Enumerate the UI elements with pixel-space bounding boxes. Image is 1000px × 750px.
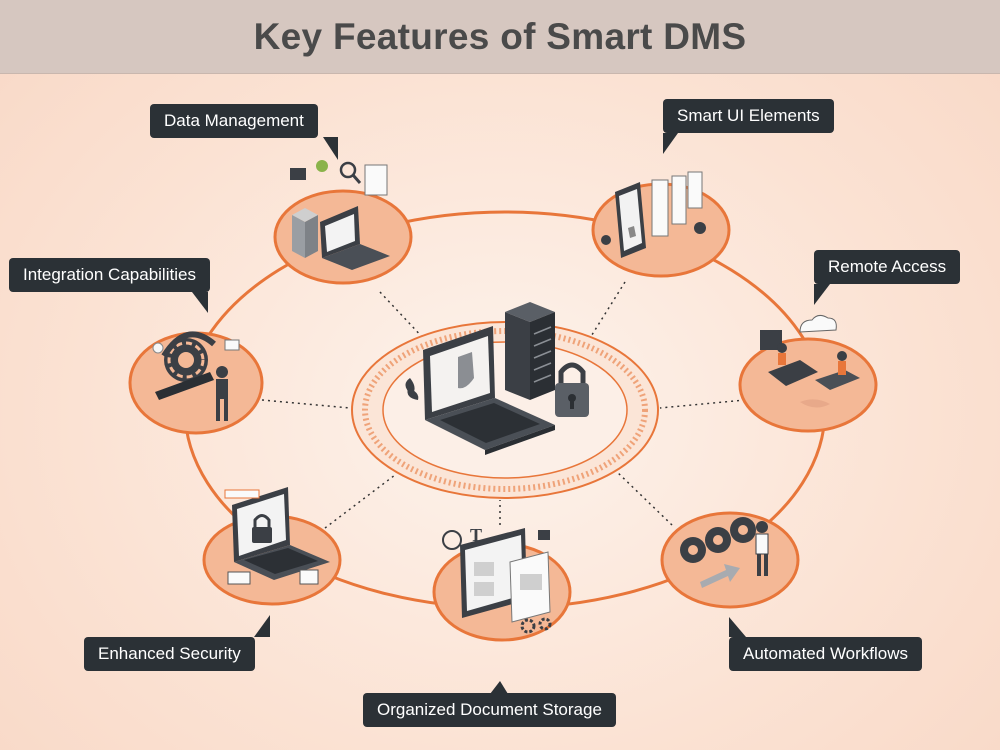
server-icon xyxy=(505,302,555,400)
label-remote-access: Remote Access xyxy=(814,250,961,284)
node-smart-ui xyxy=(591,171,731,278)
person-figure-icon xyxy=(755,521,769,576)
globe-icon xyxy=(442,530,462,550)
card-icon xyxy=(227,571,251,585)
desk-icon xyxy=(768,360,818,386)
label-enhanced-security: Enhanced Security xyxy=(84,637,255,671)
gear-icon xyxy=(520,618,536,634)
warning-tag-icon xyxy=(224,489,260,499)
monitor-icon xyxy=(760,330,782,350)
tail-organized-storage xyxy=(490,681,508,694)
node-automated-workflows xyxy=(660,511,800,609)
ui-card-icon xyxy=(671,175,687,225)
laptop-icon xyxy=(815,370,860,390)
node-integration xyxy=(128,331,264,435)
laptop-icon xyxy=(232,487,330,580)
document-icon xyxy=(364,164,388,196)
node-data-management xyxy=(273,160,413,285)
qr-code-icon xyxy=(299,569,319,585)
document-icon xyxy=(474,562,494,576)
header-bar: Key Features of Smart DMS xyxy=(0,0,1000,74)
connector-enhanced-security xyxy=(324,474,396,529)
shield-icon xyxy=(316,160,328,172)
label-smart-ui: Smart UI Elements xyxy=(663,99,834,133)
tail-remote-access xyxy=(814,284,830,305)
node-remote-access xyxy=(738,314,878,433)
smartphone-icon xyxy=(615,182,646,258)
document-icon xyxy=(474,582,494,596)
label-organized-storage: Organized Document Storage xyxy=(363,693,616,727)
label-data-management: Data Management xyxy=(150,104,318,138)
plant-icon xyxy=(800,399,830,408)
gear-icon xyxy=(538,617,552,631)
user-icon xyxy=(777,343,787,353)
folder-icon xyxy=(290,168,306,180)
cloud-icon xyxy=(799,314,837,333)
shield-icon xyxy=(458,352,474,389)
connector-lines xyxy=(261,281,746,529)
ui-card-icon xyxy=(651,179,669,237)
plug-icon xyxy=(155,372,214,400)
connector-automated-workflows xyxy=(614,469,673,526)
gear-icon xyxy=(164,338,208,382)
ui-card-icon xyxy=(687,171,703,209)
tail-data-management xyxy=(323,137,338,160)
plant-leaf-icon xyxy=(405,378,419,400)
magnifier-icon xyxy=(339,161,357,179)
tail-smart-ui xyxy=(663,133,678,154)
central-hub xyxy=(351,302,659,499)
callout-tails xyxy=(192,133,830,694)
tail-integration xyxy=(192,292,208,313)
node-organized-storage: T xyxy=(432,525,572,642)
connector-integration xyxy=(261,399,351,409)
user-icon xyxy=(837,351,847,361)
padlock-icon xyxy=(252,514,272,543)
connector-smart-ui xyxy=(589,281,626,339)
tail-automated-workflows xyxy=(729,617,746,637)
worker-figure-icon xyxy=(216,366,228,421)
page-title: Key Features of Smart DMS xyxy=(253,15,747,57)
arrow-icon xyxy=(700,564,740,588)
tail-enhanced-security xyxy=(254,615,270,637)
connector-data-management xyxy=(379,291,426,341)
node-enhanced-security xyxy=(202,487,342,606)
label-integration: Integration Capabilities xyxy=(9,258,210,292)
label-automated-workflows: Automated Workflows xyxy=(729,637,923,671)
text-type-icon: T xyxy=(470,525,482,545)
padlock-icon xyxy=(555,362,589,417)
image-icon xyxy=(538,530,550,540)
connector-remote-access xyxy=(659,399,746,409)
